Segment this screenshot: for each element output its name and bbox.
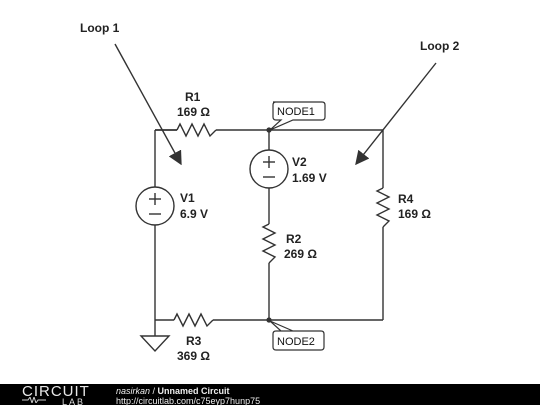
v1-value: 6.9 V: [180, 207, 208, 221]
v1-source[interactable]: [135, 186, 175, 226]
r1-value: 169 Ω: [177, 105, 210, 119]
circuit-name: Unnamed Circuit: [157, 386, 230, 396]
r1-name: R1: [185, 90, 201, 104]
circuit-schematic: Loop 1 Loop 2 R1 169 Ω V1 6.9 V R3 369 Ω…: [80, 21, 460, 363]
r4-name: R4: [398, 192, 414, 206]
r2-name: R2: [286, 232, 302, 246]
logo-circuit-text: CIRCUIT: [22, 383, 90, 400]
node1-label: NODE1: [277, 106, 315, 118]
r1-resistor[interactable]: [176, 122, 217, 138]
node2-tag[interactable]: NODE2: [269, 320, 325, 351]
loop2-label: Loop 2: [420, 39, 460, 53]
node2-label: NODE2: [277, 336, 315, 348]
r3-value: 369 Ω: [177, 349, 210, 363]
loop1-label: Loop 1: [80, 21, 120, 35]
circuit-url[interactable]: http://circuitlab.com/c75eyp7hunp75: [116, 396, 261, 406]
v2-source[interactable]: [249, 149, 289, 189]
v2-value: 1.69 V: [292, 171, 327, 185]
logo-resistor-icon: [22, 397, 46, 403]
r4-value: 169 Ω: [398, 207, 431, 221]
logo-lab-text: LAB: [62, 397, 86, 407]
footer-bar: CIRCUIT LAB nasirkan / Unnamed Circuit h…: [0, 383, 540, 407]
r3-resistor[interactable]: [173, 312, 214, 328]
loop1-arrow: [114, 43, 182, 166]
ground-symbol[interactable]: [139, 335, 171, 353]
node1-tag[interactable]: NODE1: [269, 101, 326, 131]
footer-info: nasirkan / Unnamed Circuit http://circui…: [116, 386, 260, 406]
r4-resistor[interactable]: [375, 187, 391, 228]
r2-resistor[interactable]: [261, 223, 277, 264]
loop2-arrow: [355, 62, 437, 166]
footer-separator: /: [150, 386, 158, 396]
r2-value: 269 Ω: [284, 247, 317, 261]
v1-name: V1: [180, 191, 195, 205]
circuitlab-logo[interactable]: CIRCUIT LAB: [22, 383, 90, 407]
v2-name: V2: [292, 155, 307, 169]
r3-name: R3: [186, 334, 202, 348]
junction-node1: [266, 127, 272, 133]
author-link[interactable]: nasirkan: [116, 386, 151, 396]
